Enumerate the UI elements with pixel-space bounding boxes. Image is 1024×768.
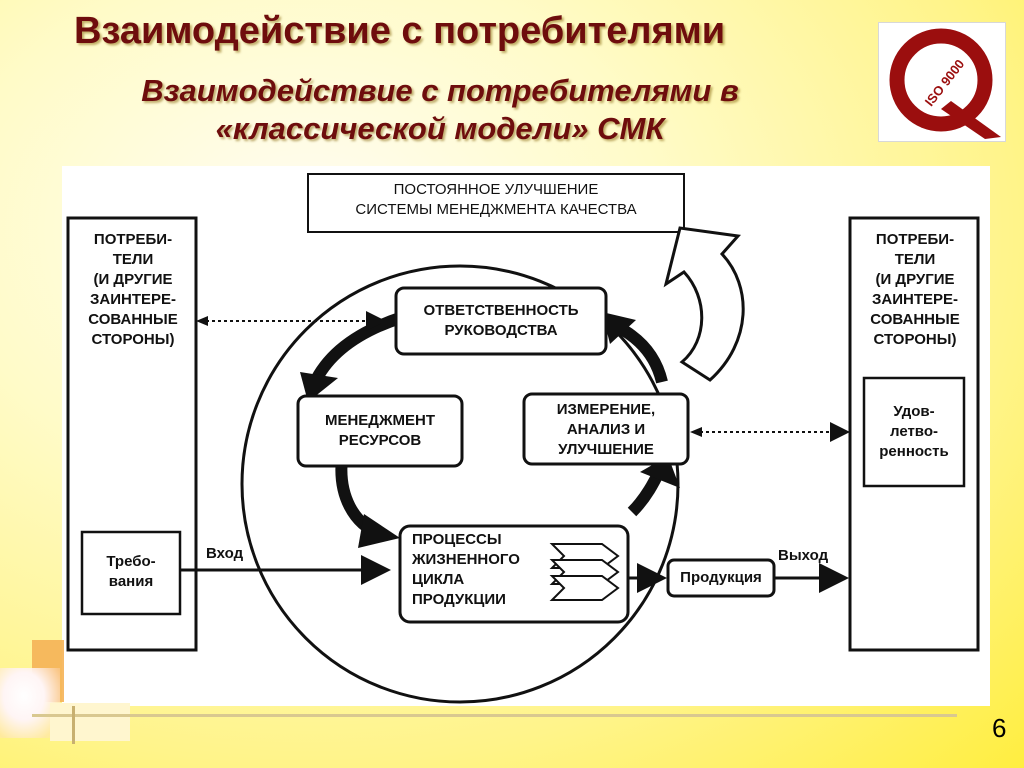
input-label: Вход [206,545,244,562]
q-ring-shape [889,28,993,132]
decor-square [50,703,130,741]
right-panel-text: ПОТРЕБИ- ТЕЛИ (И ДРУГИЕ ЗАИНТЕРЕ- СОВАНН… [870,231,960,348]
top-banner-box [307,173,685,233]
processes-text: ПРОЦЕССЫ ЖИЗНЕННОГО ЦИКЛА ПРОДУКЦИИ [412,531,520,608]
footer-vertical-divider [72,706,75,744]
product-label: Продукция [680,569,762,586]
requirements-text: Требо- вания [106,553,156,590]
q-tail-shape [941,101,1001,139]
cycle-arrow-top-right [613,320,668,384]
slide-number: 6 [992,713,1007,743]
measurement-box [522,392,690,466]
output-label: Выход [778,547,829,564]
qms-model-diagram: ПОСТОЯННОЕ УЛУЧШЕНИЕ СИСТЕМЫ МЕНЕДЖМЕНТА… [62,166,990,706]
subtitle-line-1: Взаимодействие с потребителями в [141,73,739,108]
continual-improvement-arrow [663,226,745,382]
cycle-arrow-top-left [308,312,402,387]
requirements-box [80,530,182,616]
management-box [394,286,608,356]
slide-title: Взаимодействие с потребителями [74,10,726,52]
iso-9000-logo: ISO 9000 [878,22,1006,142]
management-text: ОТВЕТСТВЕННОСТЬ РУКОВОДСТВА [423,302,579,339]
top-banner-text: ПОСТОЯННОЕ УЛУЧШЕНИЕ СИСТЕМЫ МЕНЕДЖМЕНТА… [355,181,637,218]
satisfaction-text: Удов- летво- ренность [879,403,949,460]
subtitle-line-2: «классической модели» СМК [215,111,665,146]
left-panel-text: ПОТРЕБИ- ТЕЛИ (И ДРУГИЕ ЗАИНТЕРЕ- СОВАНН… [88,231,178,348]
slide-subtitle: Взаимодействие с потребителями в «класси… [70,72,810,148]
resources-text: МЕНЕДЖМЕНТ РЕСУРСОВ [324,412,436,449]
iso-logo-text: ISO 9000 [922,57,968,110]
resources-box [296,394,464,468]
footer-divider [32,714,957,717]
satisfaction-box [862,376,966,488]
measurement-text: ИЗМЕРЕНИЕ, АНАЛИЗ И УЛУЧШЕНИЕ [556,401,656,458]
